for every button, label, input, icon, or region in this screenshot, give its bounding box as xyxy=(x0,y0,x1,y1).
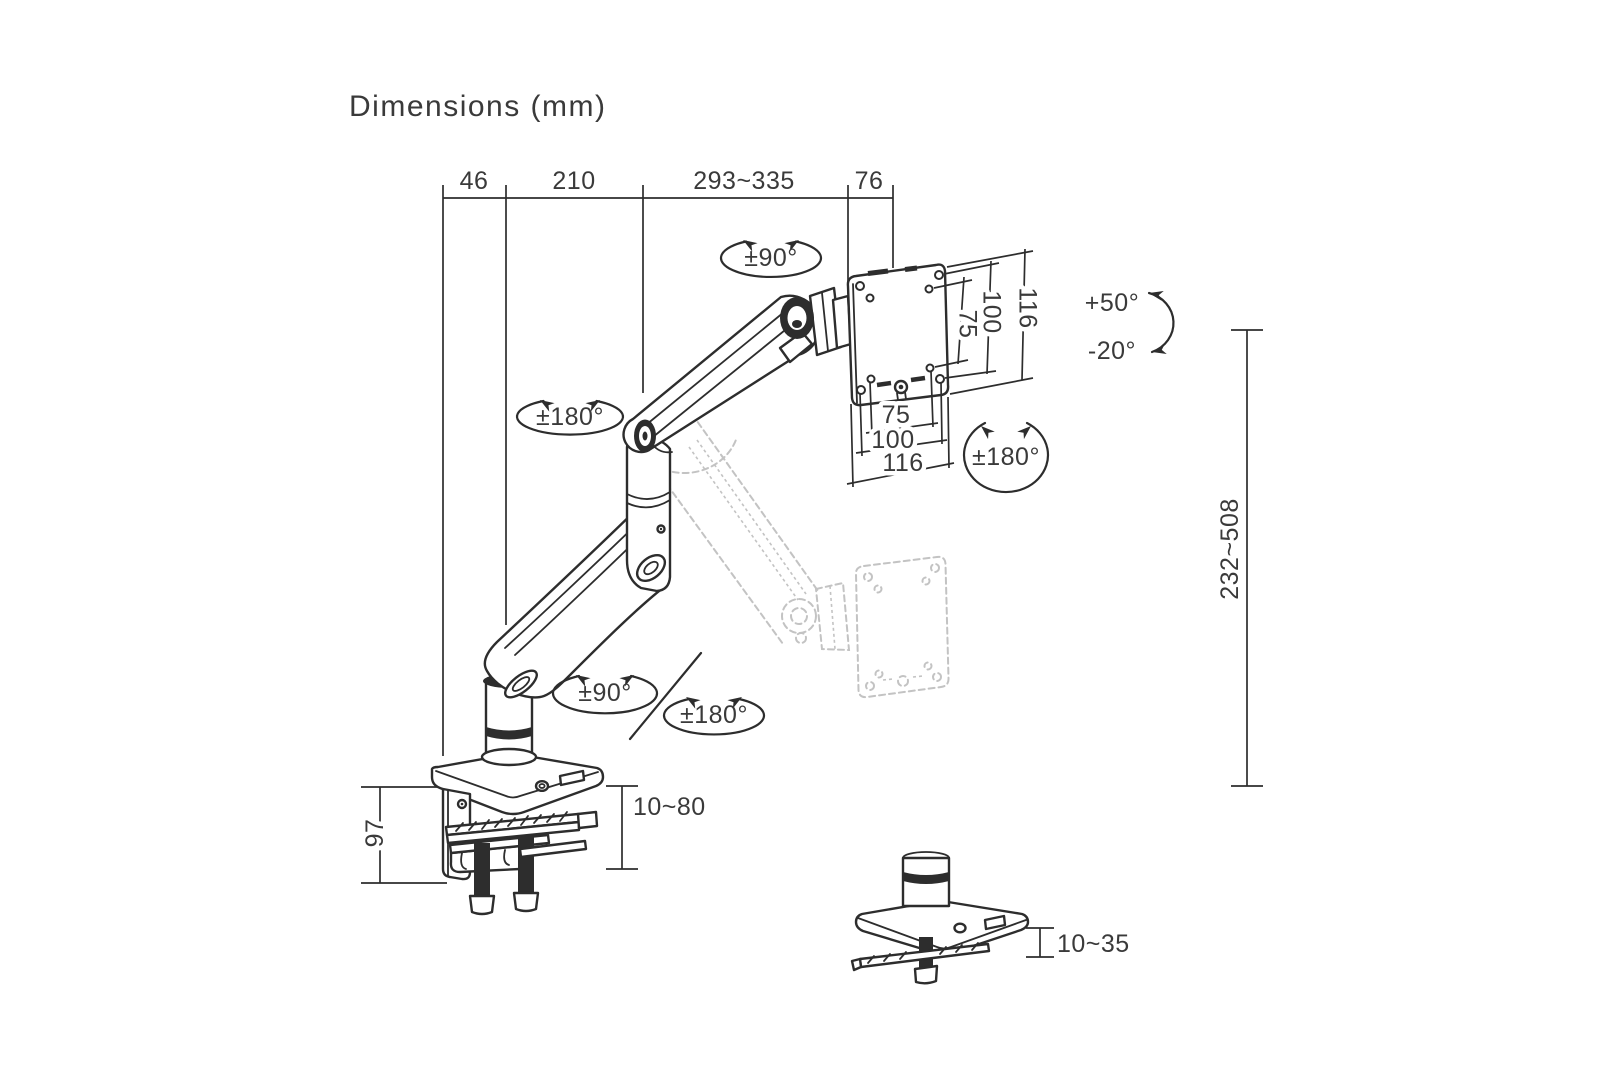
rotation-arrow-icon xyxy=(981,426,995,440)
dim-label-grommet-thickness: 10~35 xyxy=(1057,930,1130,958)
arm-swivel-annotation: ±90° xyxy=(551,674,659,715)
tilt-arrow-icon xyxy=(1149,291,1164,301)
vesa-right-dimensions: 75 100 116 xyxy=(933,248,1046,395)
rotation-label-monitor-swivel: ±90° xyxy=(744,244,798,272)
grommet-base-detail xyxy=(850,851,1030,985)
usb-port-icon xyxy=(558,769,586,787)
rotation-arrow-icon xyxy=(1017,426,1031,440)
dim-label-vesa-bottom-overall: 116 xyxy=(882,449,923,477)
annotation-slash xyxy=(628,651,703,741)
dim-label-clamp-offset: 46 xyxy=(460,167,489,195)
dim-label-lower-arm: 210 xyxy=(552,167,595,195)
rotation-arrow-icon xyxy=(743,240,758,252)
rotation-arrow-icon xyxy=(784,240,799,252)
clamp-bolt xyxy=(474,843,490,896)
ghost-vesa-plate xyxy=(854,555,950,699)
dim-label-head-depth: 76 xyxy=(855,167,884,195)
dim-label-vesa-bottom-inner: 75 xyxy=(882,401,911,429)
shelf-hatching xyxy=(455,811,568,832)
rotation-arrow-icon xyxy=(540,400,555,412)
page-title: Dimensions (mm) xyxy=(349,90,607,123)
usb-c-port-icon xyxy=(953,922,967,934)
mid-joint-annotation: ±180° xyxy=(515,399,625,436)
dim-label-vesa-bottom-outer: 100 xyxy=(871,426,914,454)
rotation-arrow-icon xyxy=(585,400,600,412)
vesa-plate xyxy=(846,263,950,407)
usb-port-icon xyxy=(983,914,1007,931)
tilt-annotation: +50° -20° xyxy=(1085,289,1175,365)
tilt-label-up: +50° xyxy=(1085,289,1139,317)
tilt-arrow-icon xyxy=(1152,344,1167,354)
grommet-dimension: 10~35 xyxy=(1026,927,1130,958)
arm-assembly xyxy=(480,286,853,767)
vesa-holes xyxy=(855,270,945,395)
rotation-label-arm-swivel: ±90° xyxy=(578,679,632,707)
clamp-dimensions: 97 10~80 xyxy=(356,785,706,884)
vesa-bottom-dimensions: 75 100 116 xyxy=(846,370,955,488)
rotation-arrow-icon xyxy=(727,697,742,709)
dim-label-upper-arm-range: 293~335 xyxy=(693,167,795,195)
height-range-dimension: 232~508 xyxy=(1216,329,1263,787)
dim-label-vesa-right-overall: 116 xyxy=(1013,287,1041,328)
rotation-arrow-icon xyxy=(686,697,701,709)
dim-label-vesa-right-outer: 100 xyxy=(977,290,1005,333)
usb-c-port-icon xyxy=(534,780,550,793)
clamp-bolt xyxy=(518,836,534,893)
rotation-label-base-swivel: ±180° xyxy=(680,701,748,729)
desk-clamp-base xyxy=(430,752,605,916)
vesa-rotation-annotation: ±180° xyxy=(962,421,1050,494)
tilt-label-down: -20° xyxy=(1088,337,1136,365)
dim-label-vesa-right-inner: 75 xyxy=(953,310,981,339)
monitor-swivel-annotation: ±90° xyxy=(719,240,823,279)
base-swivel-annotation: ±180° xyxy=(628,651,766,741)
rotation-arrow-icon xyxy=(619,675,634,687)
dim-label-clamp-thickness: 10~80 xyxy=(633,793,706,821)
rotation-arrow-icon xyxy=(576,675,591,687)
dim-label-height-range: 232~508 xyxy=(1216,498,1244,600)
top-dimension-chain: 46 210 293~335 76 xyxy=(442,167,894,756)
dim-label-clamp-height: 97 xyxy=(361,819,389,848)
rotation-label-mid-joint: ±180° xyxy=(536,403,604,431)
rotation-label-vesa-rotation: ±180° xyxy=(972,443,1040,471)
